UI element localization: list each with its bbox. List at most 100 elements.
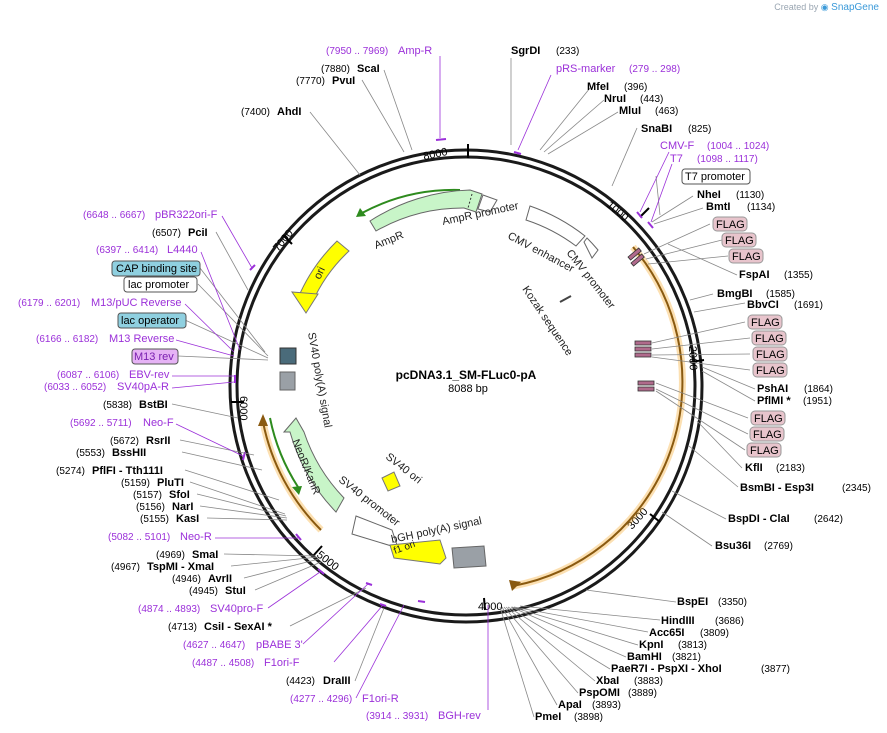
leader-bmgbi [689, 293, 714, 301]
leader-bsmbi [688, 445, 739, 488]
enzyme-position: (233) [556, 46, 579, 57]
ori-label: ori [312, 265, 328, 281]
leader-cap [199, 267, 266, 353]
flag-label: FLAG [732, 251, 761, 263]
primer-site-pbabe [365, 582, 373, 586]
primer-name: M13/pUC Reverse [91, 297, 181, 309]
ampr-stop-mark [467, 193, 473, 209]
leader-primer-neof [175, 423, 244, 457]
leader-smai [223, 553, 317, 557]
ampr-orf-head [356, 208, 366, 217]
sv40-polya-label: SV40 poly(A) signal [305, 331, 334, 428]
primer-name: F1ori-R [362, 693, 399, 705]
flag-marker [627, 247, 642, 261]
primer-position: (4277 .. 4296) [290, 694, 352, 705]
leader-primer-cmvf [639, 151, 670, 213]
ori-feature-head [291, 291, 319, 314]
lac-operator-box [117, 312, 187, 329]
leader-rsrii [179, 439, 255, 456]
leader-avrii [243, 558, 320, 579]
leader-lacop [184, 319, 269, 359]
leader-kasi [206, 517, 288, 521]
neor-orf-head [292, 486, 302, 495]
m13-rev-label: M13 rev [134, 351, 174, 363]
leader-bbvci [693, 302, 746, 313]
sv40-ori-feature [381, 471, 401, 492]
enzyme-position: (4969) [156, 550, 185, 561]
enzyme-position: (5159) [121, 478, 150, 489]
kozak-label: Kozak sequence [520, 284, 575, 358]
tick-2000 [689, 359, 705, 363]
enzyme-position: (4713) [168, 622, 197, 633]
enzyme-position: (1691) [794, 300, 823, 311]
plasmid-size: 8088 bp [448, 383, 488, 395]
enzyme-name: MfeI [587, 81, 609, 93]
enzyme-name: NruI [604, 93, 626, 105]
flag-box [752, 346, 788, 362]
enzyme-name: Bsu36I [715, 540, 751, 552]
orf-arc-right [512, 246, 684, 587]
enzyme-position: (1134) [747, 202, 775, 213]
flag-marker [634, 346, 652, 352]
leader-primer-m13puc [184, 303, 235, 353]
snapgene-logo-icon: ◉ [820, 2, 829, 12]
leader-draiii [354, 607, 385, 682]
primer-name: SV40pro-F [210, 603, 263, 615]
enzyme-position: (2769) [764, 541, 793, 552]
neor-kanr-feature [282, 417, 345, 513]
enzyme-position: (5156) [136, 502, 165, 513]
primer-name: T7 [670, 153, 683, 165]
orf-arc-right-head [509, 580, 521, 591]
primer-name: EBV-rev [129, 369, 170, 381]
leader-primer-f1orif [333, 604, 384, 663]
leader-primer-pbr322 [221, 215, 253, 269]
enzyme-name: BmtI [706, 201, 730, 213]
enzyme-name: BspDI - ClaI [728, 513, 790, 525]
leader-pspomi [503, 606, 579, 694]
flag-marker [634, 352, 652, 358]
enzyme-name: AvrII [208, 573, 232, 585]
primer-name: BGH-rev [438, 710, 481, 722]
enzyme-name: StuI [225, 585, 246, 597]
leader-flag4 [651, 321, 746, 344]
enzyme-position: (3686) [715, 616, 744, 627]
lac-promoter-box [123, 276, 198, 293]
primer-site-amp-r [435, 138, 447, 141]
enzyme-name: FspAI [739, 269, 770, 281]
leader-pmei [499, 606, 535, 718]
enzyme-name: KasI [176, 513, 199, 525]
tick-label-7000: 7000 [271, 227, 296, 253]
primer-name: pBR322ori-F [155, 209, 218, 221]
backbone-outer-ring [228, 148, 704, 624]
enzyme-position: (4945) [189, 586, 218, 597]
leader-acc65i [513, 606, 649, 633]
kozak-feature [559, 295, 572, 303]
leader-mfei [539, 87, 591, 151]
primer-name: pRS-marker [556, 63, 616, 75]
enzyme-name: CsiI - SexAI * [204, 621, 273, 633]
m13-rev-box [131, 348, 179, 365]
leader-pshai [701, 366, 756, 390]
enzyme-name: AhdI [277, 106, 301, 118]
tick-3000 [649, 513, 661, 523]
enzyme-position: (2345) [842, 483, 871, 494]
ampr-label: AmpR [373, 229, 406, 252]
enzyme-name: ApaI [558, 699, 582, 711]
leader-xbai [505, 606, 596, 682]
ampr-feature [369, 189, 483, 232]
enzyme-name: BamHI [627, 651, 662, 663]
leader-primer-t7 [650, 163, 673, 223]
primer-name: Neo-F [143, 417, 174, 429]
leader-bmti [653, 207, 704, 225]
flag-label: FLAG [751, 317, 780, 329]
primer-position: (5082 .. 5101) [108, 532, 170, 543]
enzyme-name: NarI [172, 501, 193, 513]
leader-flag9 [655, 388, 749, 435]
flag-boxes: FLAG FLAG FLAG FLAG FLAG FLAG FLAG FLAG … [712, 216, 788, 458]
leader-lines [171, 58, 756, 718]
enzyme-name: BspEI [677, 596, 708, 608]
leader-pvui [361, 79, 405, 153]
snapgene-watermark: Created by ◉ SnapGene [774, 2, 879, 13]
primer-position: (7950 .. 7969) [326, 46, 388, 57]
primer-site-neor [295, 533, 302, 541]
